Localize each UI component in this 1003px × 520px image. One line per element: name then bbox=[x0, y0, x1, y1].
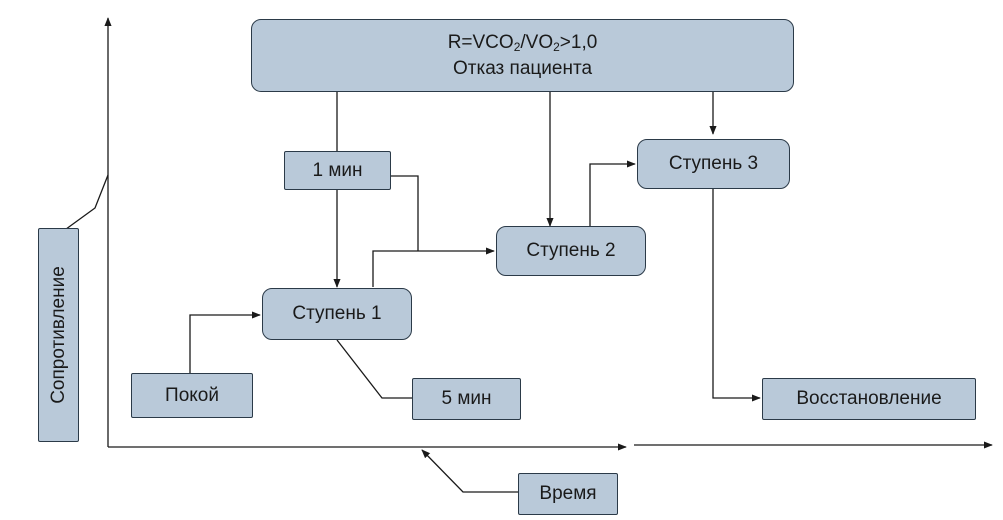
stage1-to-stage2 bbox=[372, 247, 495, 287]
x-axis-label: Время bbox=[518, 473, 618, 515]
header-box: R=VCO2/VO2>1,0 Отказ пациента bbox=[251, 19, 794, 92]
node-5-min: 5 мин bbox=[412, 378, 521, 420]
stage1-to-5min bbox=[336, 339, 412, 399]
rest-to-stage1 bbox=[189, 311, 261, 373]
header-formula: R=VCO2/VO2>1,0 bbox=[447, 31, 598, 54]
y-label-pointer bbox=[61, 174, 109, 233]
header-patient-refusal: Отказ пациента bbox=[452, 57, 593, 79]
y-axis-label-text: Сопротивление bbox=[47, 266, 69, 404]
node-recovery: Восстановление bbox=[762, 378, 976, 420]
node-rest: Покой bbox=[131, 373, 253, 418]
y-axis-label: Сопротивление bbox=[38, 228, 79, 442]
1min-bracket bbox=[391, 175, 419, 251]
x-label-pointer bbox=[421, 449, 518, 493]
node-stage-1: Ступень 1 bbox=[262, 288, 412, 340]
node-1-min: 1 мин bbox=[284, 151, 391, 190]
node-stage-2: Ступень 2 bbox=[496, 226, 646, 276]
node-stage-3: Ступень 3 bbox=[637, 139, 790, 189]
stage2-to-stage3 bbox=[589, 160, 636, 226]
stage3-to-recovery bbox=[712, 188, 761, 402]
